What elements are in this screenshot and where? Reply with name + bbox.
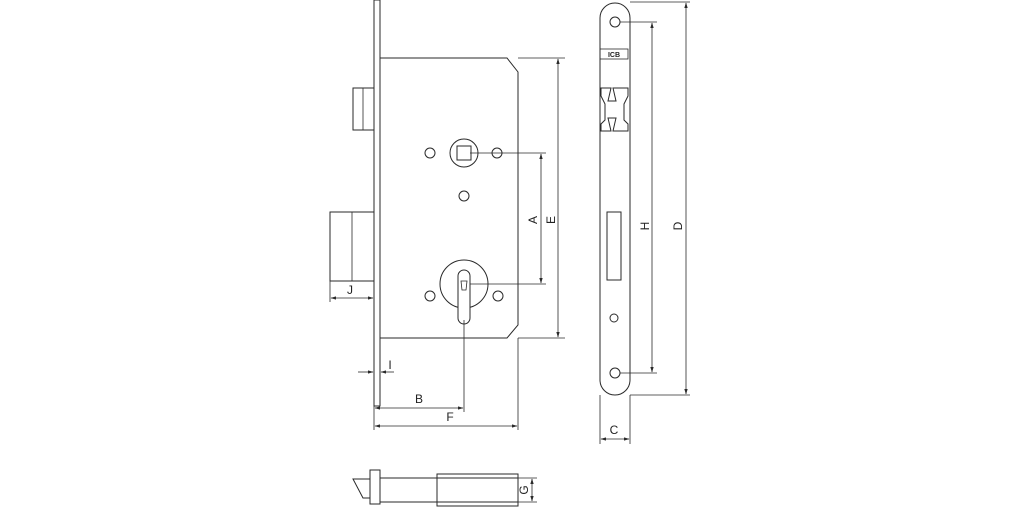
fixing-hole-left bbox=[424, 147, 436, 159]
faceplate-screw-hole-mid bbox=[609, 313, 619, 323]
label-e: E bbox=[544, 216, 558, 224]
key-profile bbox=[460, 280, 468, 291]
follower-top bbox=[436, 473, 519, 507]
label-h: H bbox=[638, 222, 652, 231]
latch-opening bbox=[600, 87, 629, 132]
faceplate-screw-hole-bottom bbox=[609, 367, 621, 379]
label-a: A bbox=[526, 216, 540, 224]
front-view-dimensions: A E J I B F bbox=[329, 57, 565, 430]
lock-top-view: G bbox=[352, 469, 537, 507]
lock-case-outline bbox=[380, 57, 519, 339]
label-c: C bbox=[610, 423, 619, 437]
brand-logo: ICB bbox=[608, 52, 620, 59]
forend-top bbox=[369, 469, 381, 505]
square-spindle-hole bbox=[456, 145, 472, 161]
label-b: B bbox=[415, 392, 423, 406]
brand-logo-box bbox=[599, 48, 629, 60]
label-f: F bbox=[446, 410, 453, 424]
label-j: J bbox=[347, 283, 353, 297]
latch-bolt bbox=[352, 87, 375, 131]
side-view-dimensions: H D C bbox=[599, 1, 690, 444]
label-d: D bbox=[671, 221, 685, 230]
profile-cylinder-cutout bbox=[457, 269, 471, 325]
fixing-hole-cyl-left bbox=[424, 290, 436, 302]
label-i: I bbox=[388, 358, 391, 372]
fixing-hole-middle bbox=[458, 190, 470, 202]
latch-bolt-top bbox=[352, 478, 371, 499]
deadbolt-opening bbox=[606, 211, 622, 281]
label-g: G bbox=[517, 485, 531, 494]
case-body-top bbox=[379, 477, 519, 503]
lock-body-front-view bbox=[329, 0, 519, 407]
forend-strip bbox=[373, 0, 381, 407]
faceplate-side-view: ICB bbox=[599, 2, 631, 396]
faceplate-outline bbox=[599, 2, 631, 396]
faceplate-screw-hole-top bbox=[609, 16, 621, 28]
fixing-hole-cyl-right bbox=[492, 290, 504, 302]
